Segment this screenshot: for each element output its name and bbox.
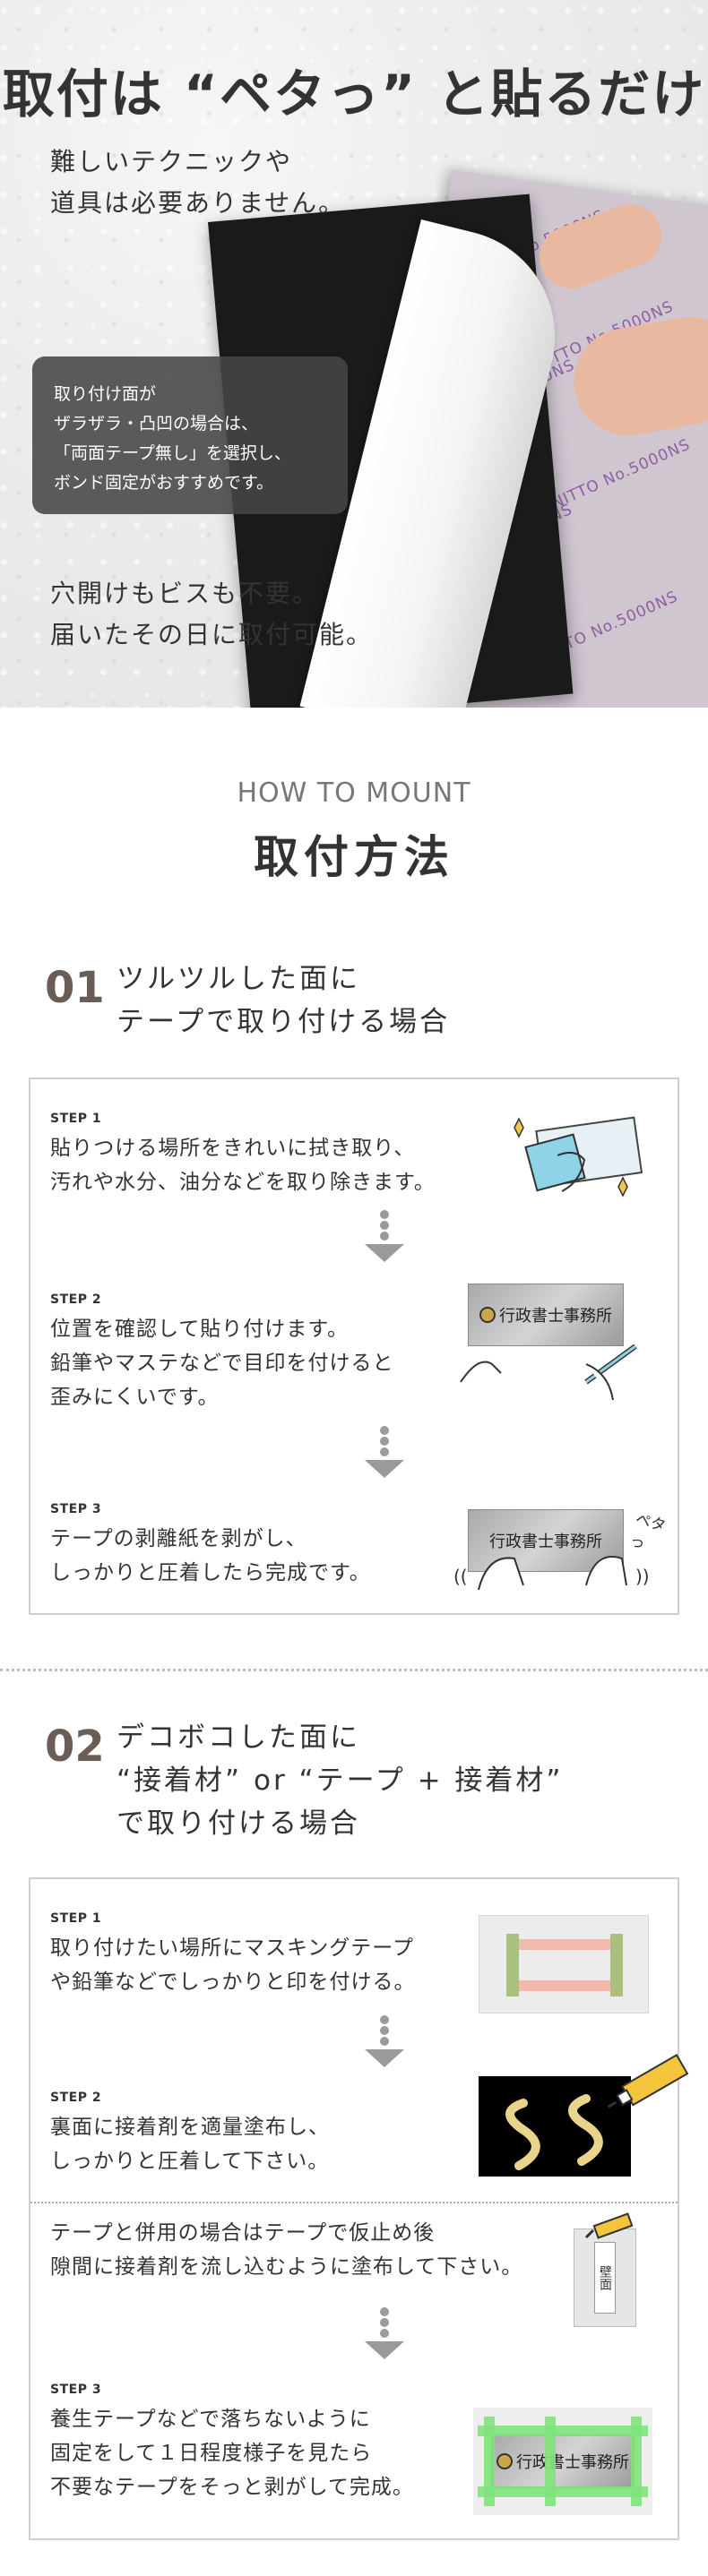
step-label: STEP 2: [50, 1292, 102, 1307]
text-line: 貼りつける場所をきれいに拭き取り、: [50, 1137, 416, 1160]
text-line: 道具は必要ありません。: [50, 188, 346, 218]
step-text: 位置を確認して貼り付けます。 鉛筆やマステなどで目印を付けると 歪みにくいです。: [50, 1312, 678, 1414]
text-line: 取り付け面が: [54, 384, 157, 404]
section-divider: [0, 1669, 708, 1671]
step-label: STEP 1: [50, 1911, 102, 1926]
arrow-down-icon: [358, 2306, 411, 2359]
text-line: 汚れや水分、油分などを取り除きます。: [50, 1171, 436, 1194]
text-line: しっかりと圧着したら完成です。: [50, 1561, 371, 1584]
wipe-cloth-icon: [514, 1116, 643, 1198]
glue-nozzle-icon: [584, 2212, 634, 2239]
section-title-jp: 取付方法: [254, 831, 454, 883]
sign-plate-image: 行政書士事務所: [491, 2434, 635, 2488]
step-text: 取り付けたい場所にマスキングテープ や鉛筆などでしっかりと印を付ける。: [50, 1931, 678, 1999]
text-line: 取り付けたい場所にマスキングテープ: [50, 1936, 414, 1960]
plate-text: 行政書士事務所: [499, 1307, 612, 1326]
text-line: テープの剥離紙を剥がし、: [50, 1527, 307, 1550]
text-line: 鉛筆やマステなどで目印を付けると: [50, 1352, 394, 1375]
case-2-header: 02 デコボコした面に “接着材” or “テープ + 接着材” で取り付ける場…: [0, 1716, 708, 1845]
hero-note-box: 取り付け面が ザラザラ・凸凹の場合は、 「両面テープ無し」を選択し、 ボンド固定…: [32, 356, 348, 514]
text-line: ツルツルした面に: [117, 963, 360, 995]
step-2: STEP 2 位置を確認して貼り付けます。 鉛筆やマステなどで目印を付けると 歪…: [30, 1292, 678, 1414]
hands-press-icon: (( )): [453, 1556, 650, 1591]
text-line: 穴開けもビスも不要。: [50, 579, 320, 608]
hero-title: 取付は “ペタっ” と貼るだけ: [2, 64, 706, 125]
seal-icon: [479, 1307, 496, 1323]
step-2: STEP 2 裏面に接着剤を適量塗布し、 しっかりと圧着して下さい。: [30, 2091, 678, 2178]
step-text: テープと併用の場合はテープで仮止め後 隙間に接着剤を流し込むように塗布して下さい…: [50, 2216, 678, 2284]
text-line: “接着材” or “テープ + 接着材”: [117, 1765, 564, 1797]
step-2-note: テープと併用の場合はテープで仮止め後 隙間に接着剤を流し込むように塗布して下さい…: [30, 2216, 678, 2284]
svg-text:((: ((: [453, 1566, 468, 1587]
sign-plate-image: 行政書士事務所: [468, 1284, 624, 1346]
section-title-en: HOW TO MOUNT: [237, 777, 471, 809]
plate-text: 行政書士事務所: [489, 1533, 602, 1551]
glue-tube-icon: [479, 2053, 689, 2177]
step-text: テープの剥離紙を剥がし、 しっかりと圧着したら完成です。: [50, 1522, 678, 1590]
step-label: STEP 3: [50, 2383, 102, 2397]
text-line: 位置を確認して貼り付けます。: [50, 1318, 350, 1341]
text-line: 養生テープなどで落ちないように: [50, 2408, 371, 2431]
text-line: デコボコした面に: [117, 1722, 360, 1754]
text-line: ザラザラ・凸凹の場合は、: [54, 414, 259, 434]
seal-icon: [496, 2453, 513, 2469]
taped-sign-image: 行政書士事務所: [473, 2408, 652, 2515]
text-line: 届いたその日に取付可能。: [50, 620, 374, 649]
text-line: 裏面に接着剤を適量塗布し、: [50, 2116, 330, 2139]
case-title: ツルツルした面に テープで取り付ける場合: [117, 957, 450, 1043]
step-text: 裏面に接着剤を適量塗布し、 しっかりと圧着して下さい。: [50, 2110, 678, 2178]
text-line: 歪みにくいです。: [50, 1386, 220, 1409]
step-text: 養生テープなどで落ちないように 固定をして１日程度様子を見たら 不要なテープをそ…: [50, 2402, 678, 2504]
step-1: STEP 1 貼りつける場所をきれいに拭き取り、 汚れや水分、油分などを取り除き…: [30, 1112, 678, 1199]
case-1-header: 01 ツルツルした面に テープで取り付ける場合: [0, 957, 708, 1043]
sub-divider: [30, 2202, 678, 2203]
masking-tape-image: [479, 1915, 649, 2014]
text-line: 隙間に接着剤を流し込むように塗布して下さい。: [50, 2255, 523, 2279]
arrow-down-icon: [358, 1208, 411, 1262]
case-number: 01: [45, 963, 105, 1013]
case-1-steps-box: STEP 1 貼りつける場所をきれいに拭き取り、 汚れや水分、油分などを取り除き…: [29, 1078, 679, 1615]
step-3: STEP 3 養生テープなどで落ちないように 固定をして１日程度様子を見たら 不…: [30, 2383, 678, 2504]
step-text: 貼りつける場所をきれいに拭き取り、 汚れや水分、油分などを取り除きます。: [50, 1131, 678, 1199]
arrow-down-icon: [358, 2014, 411, 2067]
text-line: しっかりと圧着して下さい。: [50, 2150, 330, 2173]
wall-label: 壁面: [594, 2242, 616, 2314]
step-1: STEP 1 取り付けたい場所にマスキングテープ や鉛筆などでしっかりと印を付け…: [30, 1911, 678, 1999]
case-2-steps-box: STEP 1 取り付けたい場所にマスキングテープ や鉛筆などでしっかりと印を付け…: [29, 1877, 689, 2540]
hero-banner: NITTO No.5000NS NITTO No.5000NS NITTO No…: [0, 0, 708, 708]
step-3: STEP 3 テープの剥離紙を剥がし、 しっかりと圧着したら完成です。: [30, 1502, 678, 1590]
step-label: STEP 1: [50, 1112, 102, 1126]
wall-section-image: 壁面: [574, 2228, 636, 2327]
text-line: 難しいテクニックや: [50, 147, 293, 176]
svg-text:)): )): [635, 1566, 650, 1587]
sheet-print: NITTO No.5000NS: [548, 435, 694, 513]
hands-pencil-icon: [460, 1344, 637, 1400]
plate-text: 行政書士事務所: [516, 2453, 629, 2472]
arrow-down-icon: [358, 1424, 411, 1478]
step-label: STEP 3: [50, 1502, 102, 1516]
text-line: 不要なテープをそっと剥がして完成。: [50, 2476, 414, 2499]
step-label: STEP 2: [50, 2091, 102, 2105]
text-line: 固定をして１日程度様子を見たら: [50, 2442, 373, 2465]
text-line: 「両面テープ無し」を選択し、: [54, 443, 291, 463]
text-line: テープで取り付ける場合: [117, 1006, 451, 1038]
text-line: で取り付ける場合: [117, 1807, 360, 1840]
text-line: や鉛筆などでしっかりと印を付ける。: [50, 1971, 416, 1994]
text-line: テープと併用の場合はテープで仮止め後: [50, 2221, 436, 2245]
case-title: デコボコした面に “接着材” or “テープ + 接着材” で取り付ける場合: [117, 1716, 563, 1845]
text-line: ボンド固定がおすすめです。: [54, 473, 274, 493]
bottom-spacer: [0, 2540, 708, 2576]
hero-subtitle-1: 難しいテクニックや 道具は必要ありません。: [50, 142, 345, 224]
hero-subtitle-2: 穴開けもビスも不要。 届いたその日に取付可能。: [50, 573, 373, 656]
case-number: 02: [45, 1722, 105, 1772]
